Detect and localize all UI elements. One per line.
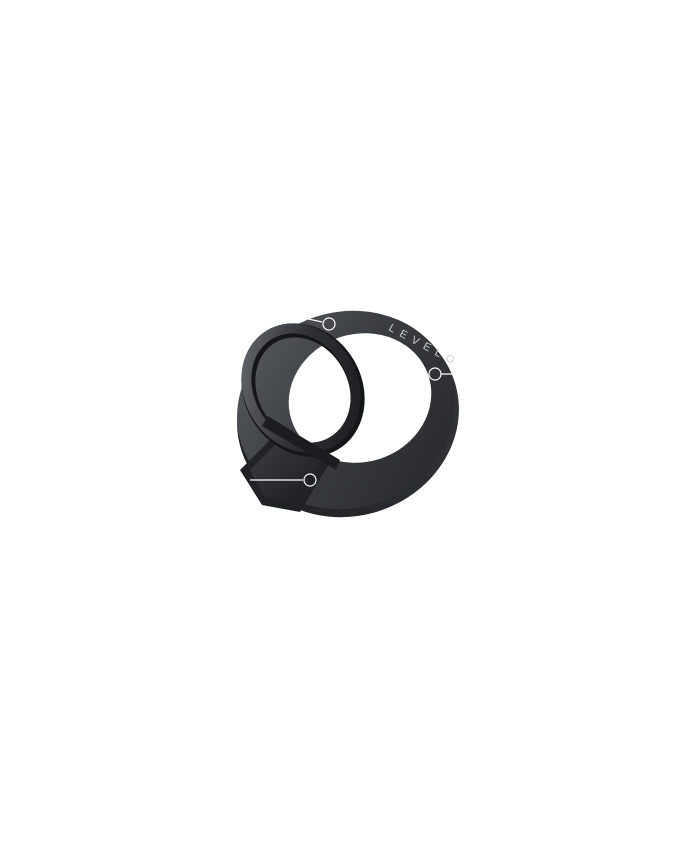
callout-right-edge (428, 367, 458, 381)
hinge (262, 416, 340, 470)
base-plate (237, 310, 459, 518)
callout-hinge-base (250, 473, 317, 487)
finger-ring (241, 323, 365, 457)
callout-top-edge (303, 317, 336, 331)
